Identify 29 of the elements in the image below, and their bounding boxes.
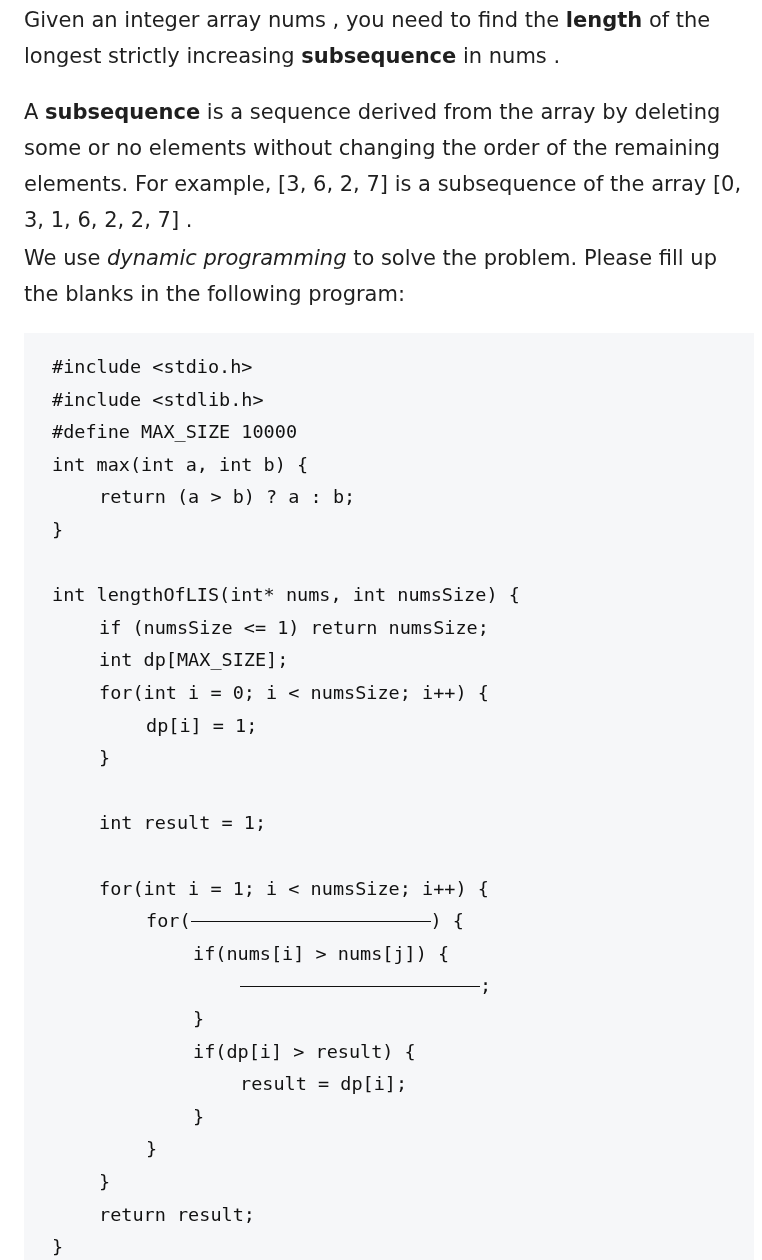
code-text: result = dp[i];	[240, 1072, 408, 1097]
code-text: }	[99, 1170, 111, 1194]
code-text: if(nums[i] > nums[j]) {	[193, 941, 450, 966]
code-text: dp[i] = 1;	[146, 713, 258, 738]
code-text: for(int i = 1; i < numsSize; i++) {	[99, 876, 489, 901]
code-text: }	[193, 1104, 205, 1129]
code-text: #include <stdlib.h>	[52, 387, 264, 412]
code-text: int result = 1;	[99, 811, 267, 836]
code-text: int max(int a, int b) {	[52, 452, 309, 477]
code-text: return result;	[99, 1202, 255, 1227]
code-text: ;	[480, 974, 492, 999]
code-text: }	[52, 518, 64, 542]
code-text: ) {	[430, 909, 464, 934]
definition-paragraph: A subsequence is a sequence derived from the array by deleting some or no elements without changing the order of the remaining elements. For example, [3, 6, 2, 7] is a subsequence of the array [0, 3, 1, 6, 2, 2, 7] .	[24, 99, 743, 234]
code-text: for(	[146, 909, 191, 934]
instruction-paragraph: We use dynamic programming to solve the problem. Please fill up the blanks in the following program:	[24, 245, 718, 308]
code-text: return (a > b) ? a : b;	[99, 485, 356, 510]
code-text: int dp[MAX_SIZE];	[99, 648, 289, 673]
code-text: }	[193, 1007, 205, 1031]
intro-paragraph: Given an integer array nums , you need to find the length of the longest strictly increasing subsequence in nums .	[24, 7, 712, 70]
code-text: #include <stdio.h>	[52, 355, 253, 379]
code-text: if (numsSize <= 1) return numsSize;	[99, 615, 489, 640]
code-text: int lengthOfLIS(int* nums, int numsSize) {	[52, 583, 520, 608]
code-text: }	[146, 1137, 158, 1162]
code-text: }	[99, 746, 111, 771]
code-text: for(int i = 0; i < numsSize; i++) {	[99, 681, 489, 705]
code-text: }	[52, 1235, 64, 1260]
code-text: #define MAX_SIZE 10000	[52, 420, 298, 445]
code-text: if(dp[i] > result) {	[193, 1039, 416, 1064]
